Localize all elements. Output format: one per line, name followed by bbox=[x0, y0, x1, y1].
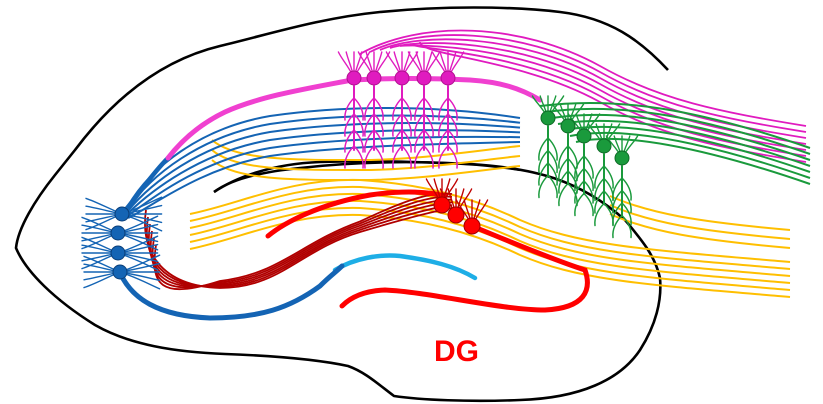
schaffer-collateral bbox=[128, 108, 520, 206]
ca1-basal-dendrite bbox=[374, 114, 383, 136]
ca1-basal-dendrite bbox=[365, 146, 374, 168]
ca1-basal-dendrite bbox=[424, 114, 433, 136]
ca1-basal-dendrite bbox=[402, 114, 411, 136]
subiculum-soma bbox=[577, 129, 591, 143]
ca3-soma bbox=[111, 246, 125, 260]
subiculum-soma bbox=[615, 151, 629, 165]
subiculum-soma bbox=[561, 119, 575, 133]
ca1-basal-dendrite bbox=[374, 130, 383, 152]
ca1-basal-dendrite bbox=[424, 130, 433, 152]
mossy-fiber bbox=[153, 197, 452, 288]
ca3-soma bbox=[115, 207, 129, 221]
ca1-basal-dendrite bbox=[393, 114, 402, 136]
ca1-basal-dendrite bbox=[448, 130, 457, 152]
ca1-basal-dendrite bbox=[415, 130, 424, 152]
granule-soma bbox=[434, 197, 450, 213]
ca1-soma bbox=[347, 71, 361, 85]
ca1-basal-dendrite bbox=[402, 130, 411, 152]
ca1-soma bbox=[441, 71, 455, 85]
blue-main-axon bbox=[118, 266, 342, 318]
ca1-soma bbox=[417, 71, 431, 85]
subiculum-soma bbox=[541, 111, 555, 125]
ca1-basal-dendrite bbox=[374, 146, 383, 168]
subiculum-dendrite bbox=[559, 184, 568, 206]
light-blue-fiber bbox=[335, 256, 475, 278]
subiculum-dendrite bbox=[539, 176, 548, 198]
ca1-soma bbox=[395, 71, 409, 85]
ca1-basal-dendrite bbox=[393, 146, 402, 168]
ca1-basal-dendrite bbox=[393, 130, 402, 152]
yellow-fibers bbox=[190, 140, 790, 297]
ca1-basal-dendrite bbox=[439, 130, 448, 152]
ca1-basal-dendrite bbox=[365, 130, 374, 152]
dg-label: DG bbox=[434, 335, 479, 368]
granule-soma bbox=[448, 207, 464, 223]
ca3-soma bbox=[111, 226, 125, 240]
subiculum-soma bbox=[597, 139, 611, 153]
ca1-basal-dendrite bbox=[402, 146, 411, 168]
hippocampus-outline bbox=[16, 8, 668, 401]
subiculum-dendrite bbox=[595, 204, 604, 226]
ca1-basal-dendrite bbox=[354, 146, 363, 168]
ca1-basal-dendrite bbox=[365, 114, 374, 136]
ca3-soma bbox=[113, 265, 127, 279]
ca1-basal-dendrite bbox=[415, 114, 424, 136]
granule-soma bbox=[464, 218, 480, 234]
ca1-soma bbox=[367, 71, 381, 85]
